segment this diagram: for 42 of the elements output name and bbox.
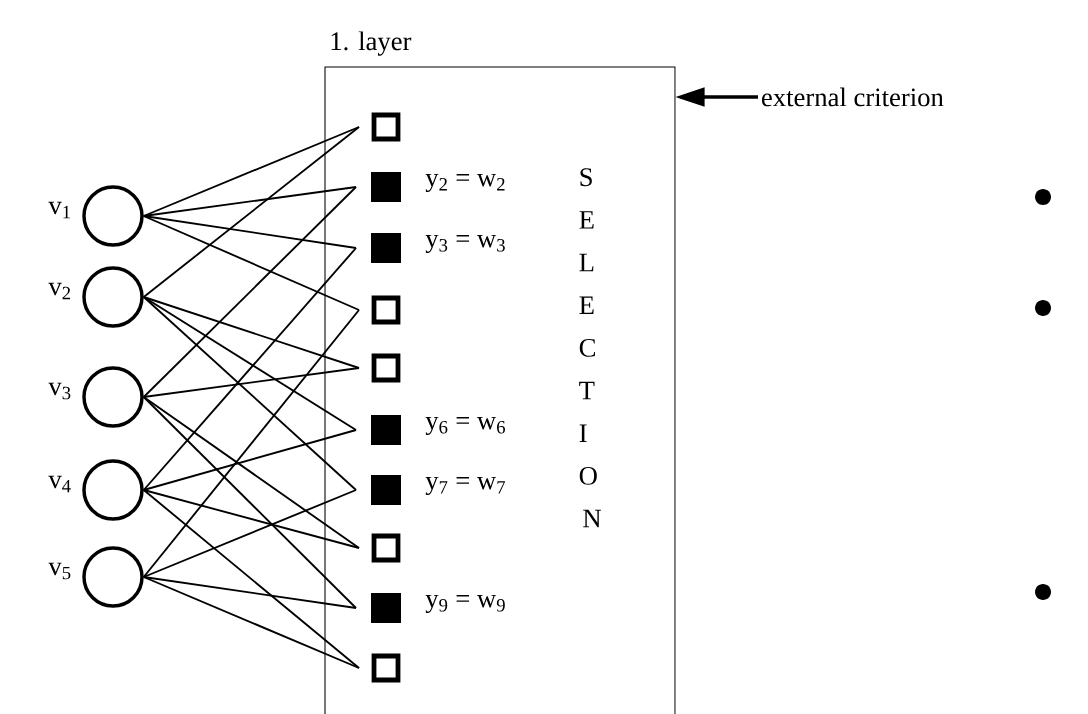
connection-line: [142, 429, 357, 491]
output-label: y$_{9}$ = w$_{9}$: [425, 595, 505, 613]
unselected-square: [371, 112, 401, 142]
output-label: y$_{6}$ = w$_{6}$: [425, 417, 505, 435]
input-label: v$_{3}$: [48, 382, 71, 400]
selected-square: [371, 233, 401, 263]
connection-line: [142, 126, 360, 298]
connection-line: [142, 296, 357, 491]
input-label: v$_{5}$: [48, 562, 71, 580]
circle-node: [82, 366, 144, 428]
unselected-square: [371, 295, 401, 325]
unselected-square: [371, 653, 401, 683]
selected-square: [371, 415, 401, 445]
connection-line: [142, 215, 360, 311]
connection-line: [142, 367, 360, 398]
connection-line: [142, 309, 360, 578]
output-label: y$_{3}$ = w$_{3}$: [425, 235, 505, 253]
connection-line: [142, 215, 357, 249]
unselected-square: [371, 353, 401, 383]
unselected-square: [371, 533, 401, 563]
criterion-text: external criterion: [762, 87, 944, 107]
circle-node: [82, 266, 144, 328]
connection-line: [142, 186, 357, 398]
input-label: v$_{4}$: [48, 475, 71, 493]
connection-line: [142, 126, 360, 217]
selected-square: [371, 593, 401, 623]
connection-line: [142, 247, 357, 491]
connection-line: [142, 396, 357, 609]
selected-square: [371, 172, 401, 202]
connection-line: [142, 489, 360, 669]
input-label: v$_{1}$: [48, 201, 70, 219]
input-label: v$_{2}$: [48, 282, 71, 300]
output-label: y$_{7}$ = w$_{7}$: [425, 477, 506, 495]
circle-node: [82, 546, 144, 608]
circle-node: [82, 459, 144, 521]
connection-line: [142, 576, 357, 609]
connection-line: [142, 576, 360, 669]
vertical-label: SELECTION: [579, 168, 602, 528]
circle-node: [82, 185, 144, 247]
selected-square: [371, 475, 401, 505]
connection-line: [142, 489, 357, 578]
output-label: y$_{2}$ = w$_{2}$: [425, 174, 505, 192]
